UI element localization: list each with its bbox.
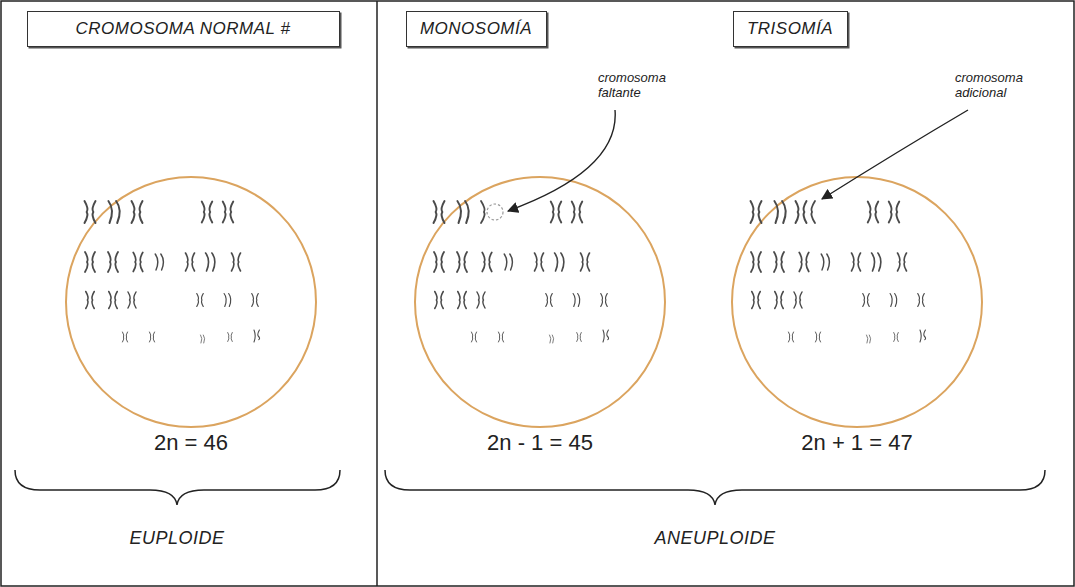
callout-label: cromosoma faltante <box>598 70 690 100</box>
cell-circle <box>66 177 316 427</box>
normal-karyotype <box>85 201 260 343</box>
trisomy-karyotype <box>751 201 926 343</box>
chromosome-pair <box>796 201 807 223</box>
title-box: CROMOSOMA NORMAL # <box>27 11 340 47</box>
cell-circle <box>415 177 665 427</box>
chromosome-count: 2n - 1 = 45 <box>487 430 593 456</box>
karyotype <box>85 201 260 343</box>
karyotype <box>751 201 926 343</box>
group-label: ANEUPLOIDE <box>654 528 775 549</box>
curly-brace <box>385 470 1045 505</box>
extra-chromosome <box>811 201 815 223</box>
group-label: EUPLOIDE <box>129 528 224 549</box>
chromosome-pair <box>132 201 143 223</box>
monosomy-karyotype <box>434 201 609 343</box>
chromosome-count: 2n + 1 = 47 <box>801 430 912 456</box>
chromosome <box>481 201 485 223</box>
leader-arrow <box>508 110 615 211</box>
karyotype <box>434 201 609 343</box>
title-box: TRISOMÍA <box>733 11 848 47</box>
cell-circle <box>732 177 982 427</box>
chromosome-count: 2n = 46 <box>154 430 228 456</box>
callout-label: cromosoma adicional <box>955 70 1047 100</box>
leader-arrow <box>822 110 968 199</box>
title-box: MONOSOMÍA <box>406 11 547 47</box>
title-text: MONOSOMÍA <box>420 19 532 39</box>
missing-chromosome <box>487 204 503 220</box>
panel-divider <box>376 1 378 586</box>
title-text: TRISOMÍA <box>747 19 833 39</box>
title-text: CROMOSOMA NORMAL # <box>76 19 291 39</box>
curly-brace <box>15 470 340 505</box>
